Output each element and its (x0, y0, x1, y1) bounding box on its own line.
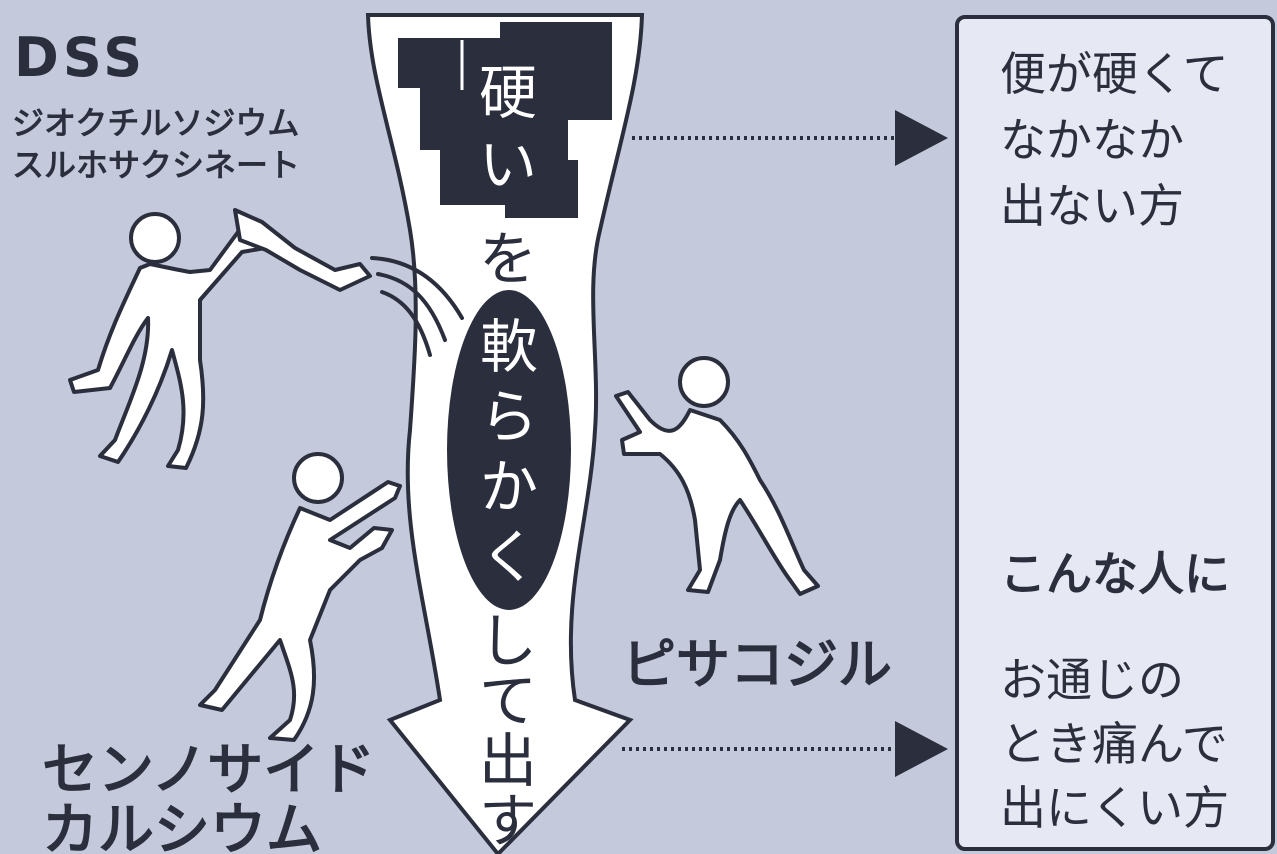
soften-char-1: 軟 (479, 313, 538, 381)
panel-bottom-line-2: とき痛んで (1000, 717, 1228, 771)
sennoside-label-line-1: センノサイド (42, 738, 376, 803)
panel-top-line-1: 便が硬くて (1000, 47, 1229, 101)
dss-title: DSS (14, 26, 147, 89)
soften-char-2: ら (479, 383, 538, 451)
panel-bottom-line-3: 出にくい方 (1000, 781, 1230, 835)
panel-heading: こんな人に (1000, 547, 1230, 601)
person-icon (614, 356, 820, 596)
panel-bottom-line-1: お通じの (1000, 653, 1184, 707)
dss-subtitle-line-2: スルホサクシネート (12, 146, 301, 184)
target-panel (955, 15, 1275, 851)
bisacodyl-label: ピサコジル (622, 633, 892, 696)
rest-char-3: 出 (478, 727, 537, 795)
soften-oval (447, 290, 571, 610)
person-icon (68, 208, 372, 470)
hard-char-2: い (478, 131, 537, 199)
panel-top-line-2: なかなか (1000, 113, 1184, 167)
pour-stream (370, 256, 464, 357)
sennoside-label-line-2: カルシウム (42, 798, 322, 854)
arrow-right-icon (895, 721, 948, 777)
hard-char-1: 硬 (478, 59, 537, 127)
hard-block-shape (398, 22, 612, 218)
panel-top-line-3: 出ない方 (1000, 179, 1184, 233)
arrow-right-icon (895, 110, 948, 166)
person-icon (198, 452, 402, 742)
soften-char-4: く (479, 523, 538, 591)
dss-subtitle-line-1: ジオクチルソジウム (12, 104, 300, 142)
wo-char: を (478, 225, 537, 293)
rest-char-4: す (478, 787, 537, 854)
soften-char-3: か (479, 453, 538, 521)
rest-char-2: て (478, 667, 537, 735)
rest-char-1: し (478, 607, 537, 675)
